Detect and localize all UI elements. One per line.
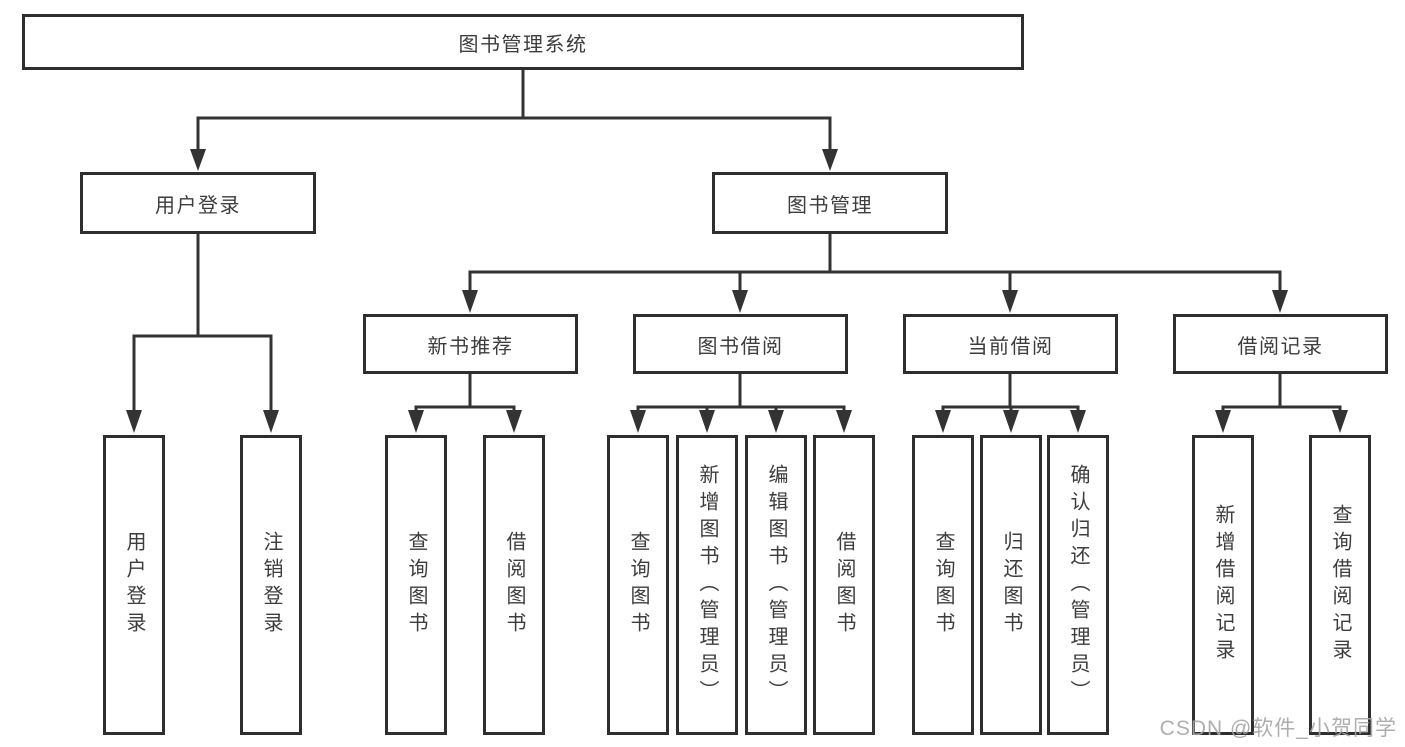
leaf-add-borrow-record: 新增借阅记录 [1192, 435, 1254, 735]
leaf-query-books-current: 查询图书 [912, 435, 974, 735]
leaf-edit-books-admin: 编辑图书（管理员） [745, 435, 807, 735]
node-book-borrowing: 图书借阅 [633, 314, 848, 374]
node-borrowing-records: 借阅记录 [1173, 314, 1388, 374]
leaf-borrow-books: 借阅图书 [813, 435, 875, 735]
leaf-logout: 注销登录 [240, 435, 302, 735]
node-current-borrowing: 当前借阅 [903, 314, 1118, 374]
leaf-confirm-return-admin: 确认归还（管理员） [1047, 435, 1109, 735]
node-library-system: 图书管理系统 [22, 14, 1024, 70]
leaf-add-books-admin: 新增图书（管理员） [676, 435, 738, 735]
leaf-query-borrow-record: 查询借阅记录 [1309, 435, 1371, 735]
leaf-user-login: 用户登录 [103, 435, 165, 735]
connector-root-to-level2 [190, 70, 838, 171]
leaf-query-books-borrow: 查询图书 [607, 435, 669, 735]
leaf-query-books-recommend: 查询图书 [385, 435, 447, 735]
node-new-book-recommend: 新书推荐 [363, 314, 578, 374]
connector-current-borrow-to-leaves [935, 374, 1086, 433]
csdn-watermark: CSDN @软件_小贺同学 [1159, 717, 1397, 740]
leaf-borrow-books-recommend: 借阅图书 [483, 435, 545, 735]
connector-user-login-to-leaves [126, 234, 279, 433]
connector-book-borrow-to-leaves [630, 374, 852, 433]
node-book-management: 图书管理 [712, 172, 948, 234]
node-user-login: 用户登录 [80, 172, 316, 234]
connector-borrow-records-to-leaves [1215, 374, 1348, 433]
leaf-return-books: 归还图书 [980, 435, 1042, 735]
connector-new-books-to-leaves [408, 374, 522, 433]
connector-book-mgmt-to-level3 [462, 234, 1288, 313]
